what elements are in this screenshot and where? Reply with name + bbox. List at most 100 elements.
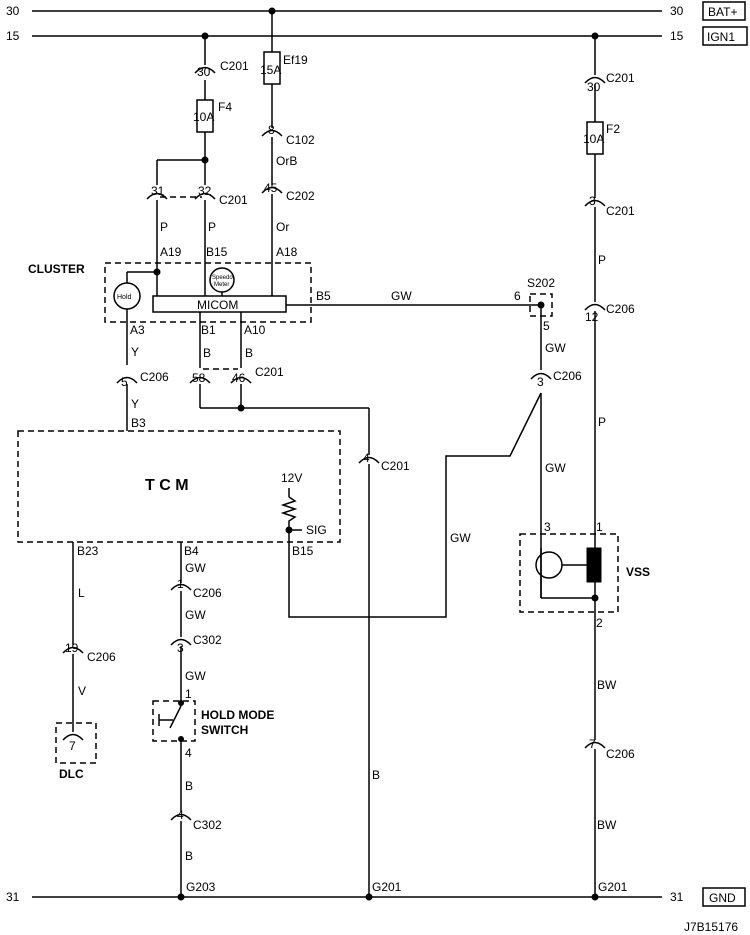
speedo-label-2: Meter [214,282,229,288]
conn-c201-f2: C201 [606,71,635,85]
vss-title: VSS [626,565,650,579]
pin-a18: A18 [276,245,298,259]
conn-c201-cluster: C201 [219,193,248,207]
wire-gw-switch: GW [185,669,206,683]
wire-p-vss-lower: P [598,415,606,429]
pin-30-f2: 30 [587,80,601,94]
pin-1-c206: 1 [177,577,184,591]
fuse-f2-name: F2 [606,122,620,136]
wire-bw-upper: BW [597,678,617,692]
pin-45-c202: 45 [264,181,278,195]
rail-gnd-number: 31 [6,890,20,904]
fuse-f2-rating: 10A [583,132,604,146]
y-wire: Y 5 C206 Y [116,345,169,431]
vss-pin-2: 2 [596,616,603,630]
ground-g203: G203 [186,880,216,894]
wire-bw-lower: BW [597,818,617,832]
conn-c206-vss: C206 [553,369,582,383]
wire-or: Or [276,220,289,234]
conn-c206-dlc: C206 [87,650,116,664]
vss-branch: 30 C201 F2 10A 3 C201 P 12 C206 P 3 1 VS… [519,32,650,901]
rail-ign-name: IGN1 [707,30,735,44]
wire-gw-vss: GW [545,461,566,475]
switch-pin-4: 4 [185,746,192,760]
switch-pin-1: 1 [185,687,192,701]
hold-switch-line2: SWITCH [201,723,248,737]
pin-30-f4: 30 [197,65,211,79]
wire-gw-b5: GW [391,289,412,303]
conn-c302-lower: C302 [193,818,222,832]
conn-c206-hold: C206 [193,586,222,600]
wire-y-lower: Y [131,397,139,411]
micom-label: MICOM [197,298,238,312]
wire-gw-c302: GW [185,608,206,622]
speedo-label-1: Speedo [212,275,233,281]
conn-c102: C102 [286,133,315,147]
pin-b15-tcm: B15 [292,544,314,558]
diagram-code: J7B15176 [684,920,738,934]
pin-5-s202: 5 [543,319,550,333]
wire-p-vss-upper: P [598,253,606,267]
pin-b5: B5 [316,289,331,303]
conn-c201-cluster-low: C201 [255,365,284,379]
wire-p-b15: P [208,220,216,234]
pin-4-c302: 4 [177,808,184,822]
pin-7-dlc: 7 [69,739,76,753]
conn-c206-p: C206 [606,302,635,316]
pin-b1: B1 [201,323,216,337]
hold-switch-branch: GW 1 C206 GW 3 C302 GW 1 HOLD MODE SWITC… [152,542,274,901]
tcm-module: B3 T C M 12V SIG B23 B4 B15 [17,416,341,558]
rail-ign-number-right: 15 [670,29,684,43]
pin-b4: B4 [184,544,199,558]
rail-bat: 30 30 BAT+ [6,1,746,21]
gw-b5-s202: GW S202 6 5 GW 3 C206 GW GW [286,276,582,618]
pin-4-c201: 4 [363,451,370,465]
pin-a3: A3 [130,323,145,337]
rail-gnd-name: GND [709,891,736,905]
cluster-title: CLUSTER [28,262,85,276]
dlc-branch: L 19 C206 V 7 DLC [55,542,116,781]
wire-b-a10: B [245,346,253,360]
vss-pin-1: 1 [596,520,603,534]
wire-gw-sig: GW [450,531,471,545]
pin-a10: A10 [244,323,266,337]
conn-c206-y: C206 [140,370,169,384]
pin-58: 58 [192,371,206,385]
pin-b15-cluster: B15 [206,245,228,259]
rail-bat-name: BAT+ [708,5,737,19]
wire-l: L [78,586,85,600]
wire-b-switch: B [185,779,193,793]
cluster-module: CLUSTER MICOM A19 B15 A18 B5 A3 B1 A10 H… [28,245,331,365]
wire-b-g203: B [185,849,193,863]
conn-c201-vss: C201 [606,204,635,218]
pin-6-s202: 6 [514,289,521,303]
pin-3-c206-vss: 3 [537,375,544,389]
wire-v: V [78,684,86,698]
conn-c206-bw: C206 [606,747,635,761]
wire-gw-b4: GW [185,561,206,575]
pin-3-c201-f2: 3 [589,194,596,208]
pin-8-c102: 8 [268,123,275,137]
pin-12: 12 [585,310,599,324]
conn-c202: C202 [286,189,315,203]
pin-31: 31 [151,184,165,198]
fuse-ef19-name: Ef19 [283,53,308,67]
ground-g201-right: G201 [598,880,628,894]
splice-s202: S202 [527,276,555,290]
dlc-title: DLC [59,767,84,781]
rail-ign-number: 15 [6,29,20,43]
rail-bat-number: 30 [6,4,20,18]
conn-c201-ground: C201 [381,459,410,473]
tcm-sig: SIG [306,523,327,537]
wire-b-ground: B [372,768,380,782]
branch-ef19: Ef19 15A 8 C102 OrB 45 C202 Or [260,7,315,296]
pin-19: 19 [65,641,79,655]
hold-lamp-label: Hold [117,294,132,301]
tcm-title: T C M [145,477,189,494]
pin-b23: B23 [77,544,99,558]
wire-p-a19: P [160,220,168,234]
fuse-ef19-rating: 15A [260,63,281,77]
pin-7-c206: 7 [589,737,596,751]
rail-gnd-number-right: 31 [670,890,684,904]
